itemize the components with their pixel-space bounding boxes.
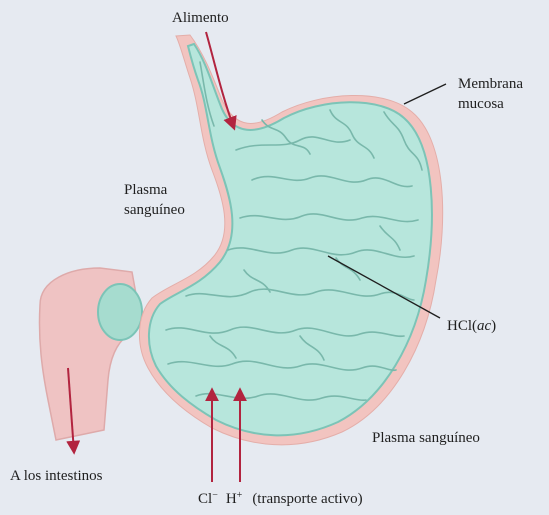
label-mucosal-membrane: Membrana mucosa — [458, 74, 523, 114]
mucosa-pointer-line — [404, 84, 446, 104]
label-food: Alimento — [172, 8, 229, 28]
hcl-formula: HCl( — [447, 318, 477, 334]
proton-ion: H — [226, 491, 237, 507]
label-blood-plasma-top-line1: Plasma — [124, 180, 185, 200]
label-mucosal-membrane-line2: mucosa — [458, 94, 523, 114]
chloride-charge: − — [212, 490, 218, 501]
pyloric-sphincter — [98, 284, 142, 340]
label-blood-plasma-top: Plasma sanguíneo — [124, 180, 185, 220]
label-mucosal-membrane-line1: Membrana — [458, 74, 523, 94]
hcl-close-paren: ) — [491, 318, 496, 334]
hcl-aqueous: ac — [477, 318, 491, 334]
chloride-ion: Cl — [198, 491, 212, 507]
label-blood-plasma-top-line2: sanguíneo — [124, 200, 185, 220]
active-transport-note: (transporte activo) — [252, 491, 362, 507]
label-to-intestines: A los intestinos — [10, 466, 103, 486]
label-ion-transport: Cl−H+ (transporte activo) — [198, 489, 363, 509]
label-hcl: HCl(ac) — [447, 316, 496, 336]
proton-charge: + — [237, 490, 243, 501]
label-blood-plasma-bottom: Plasma sanguíneo — [372, 428, 480, 448]
